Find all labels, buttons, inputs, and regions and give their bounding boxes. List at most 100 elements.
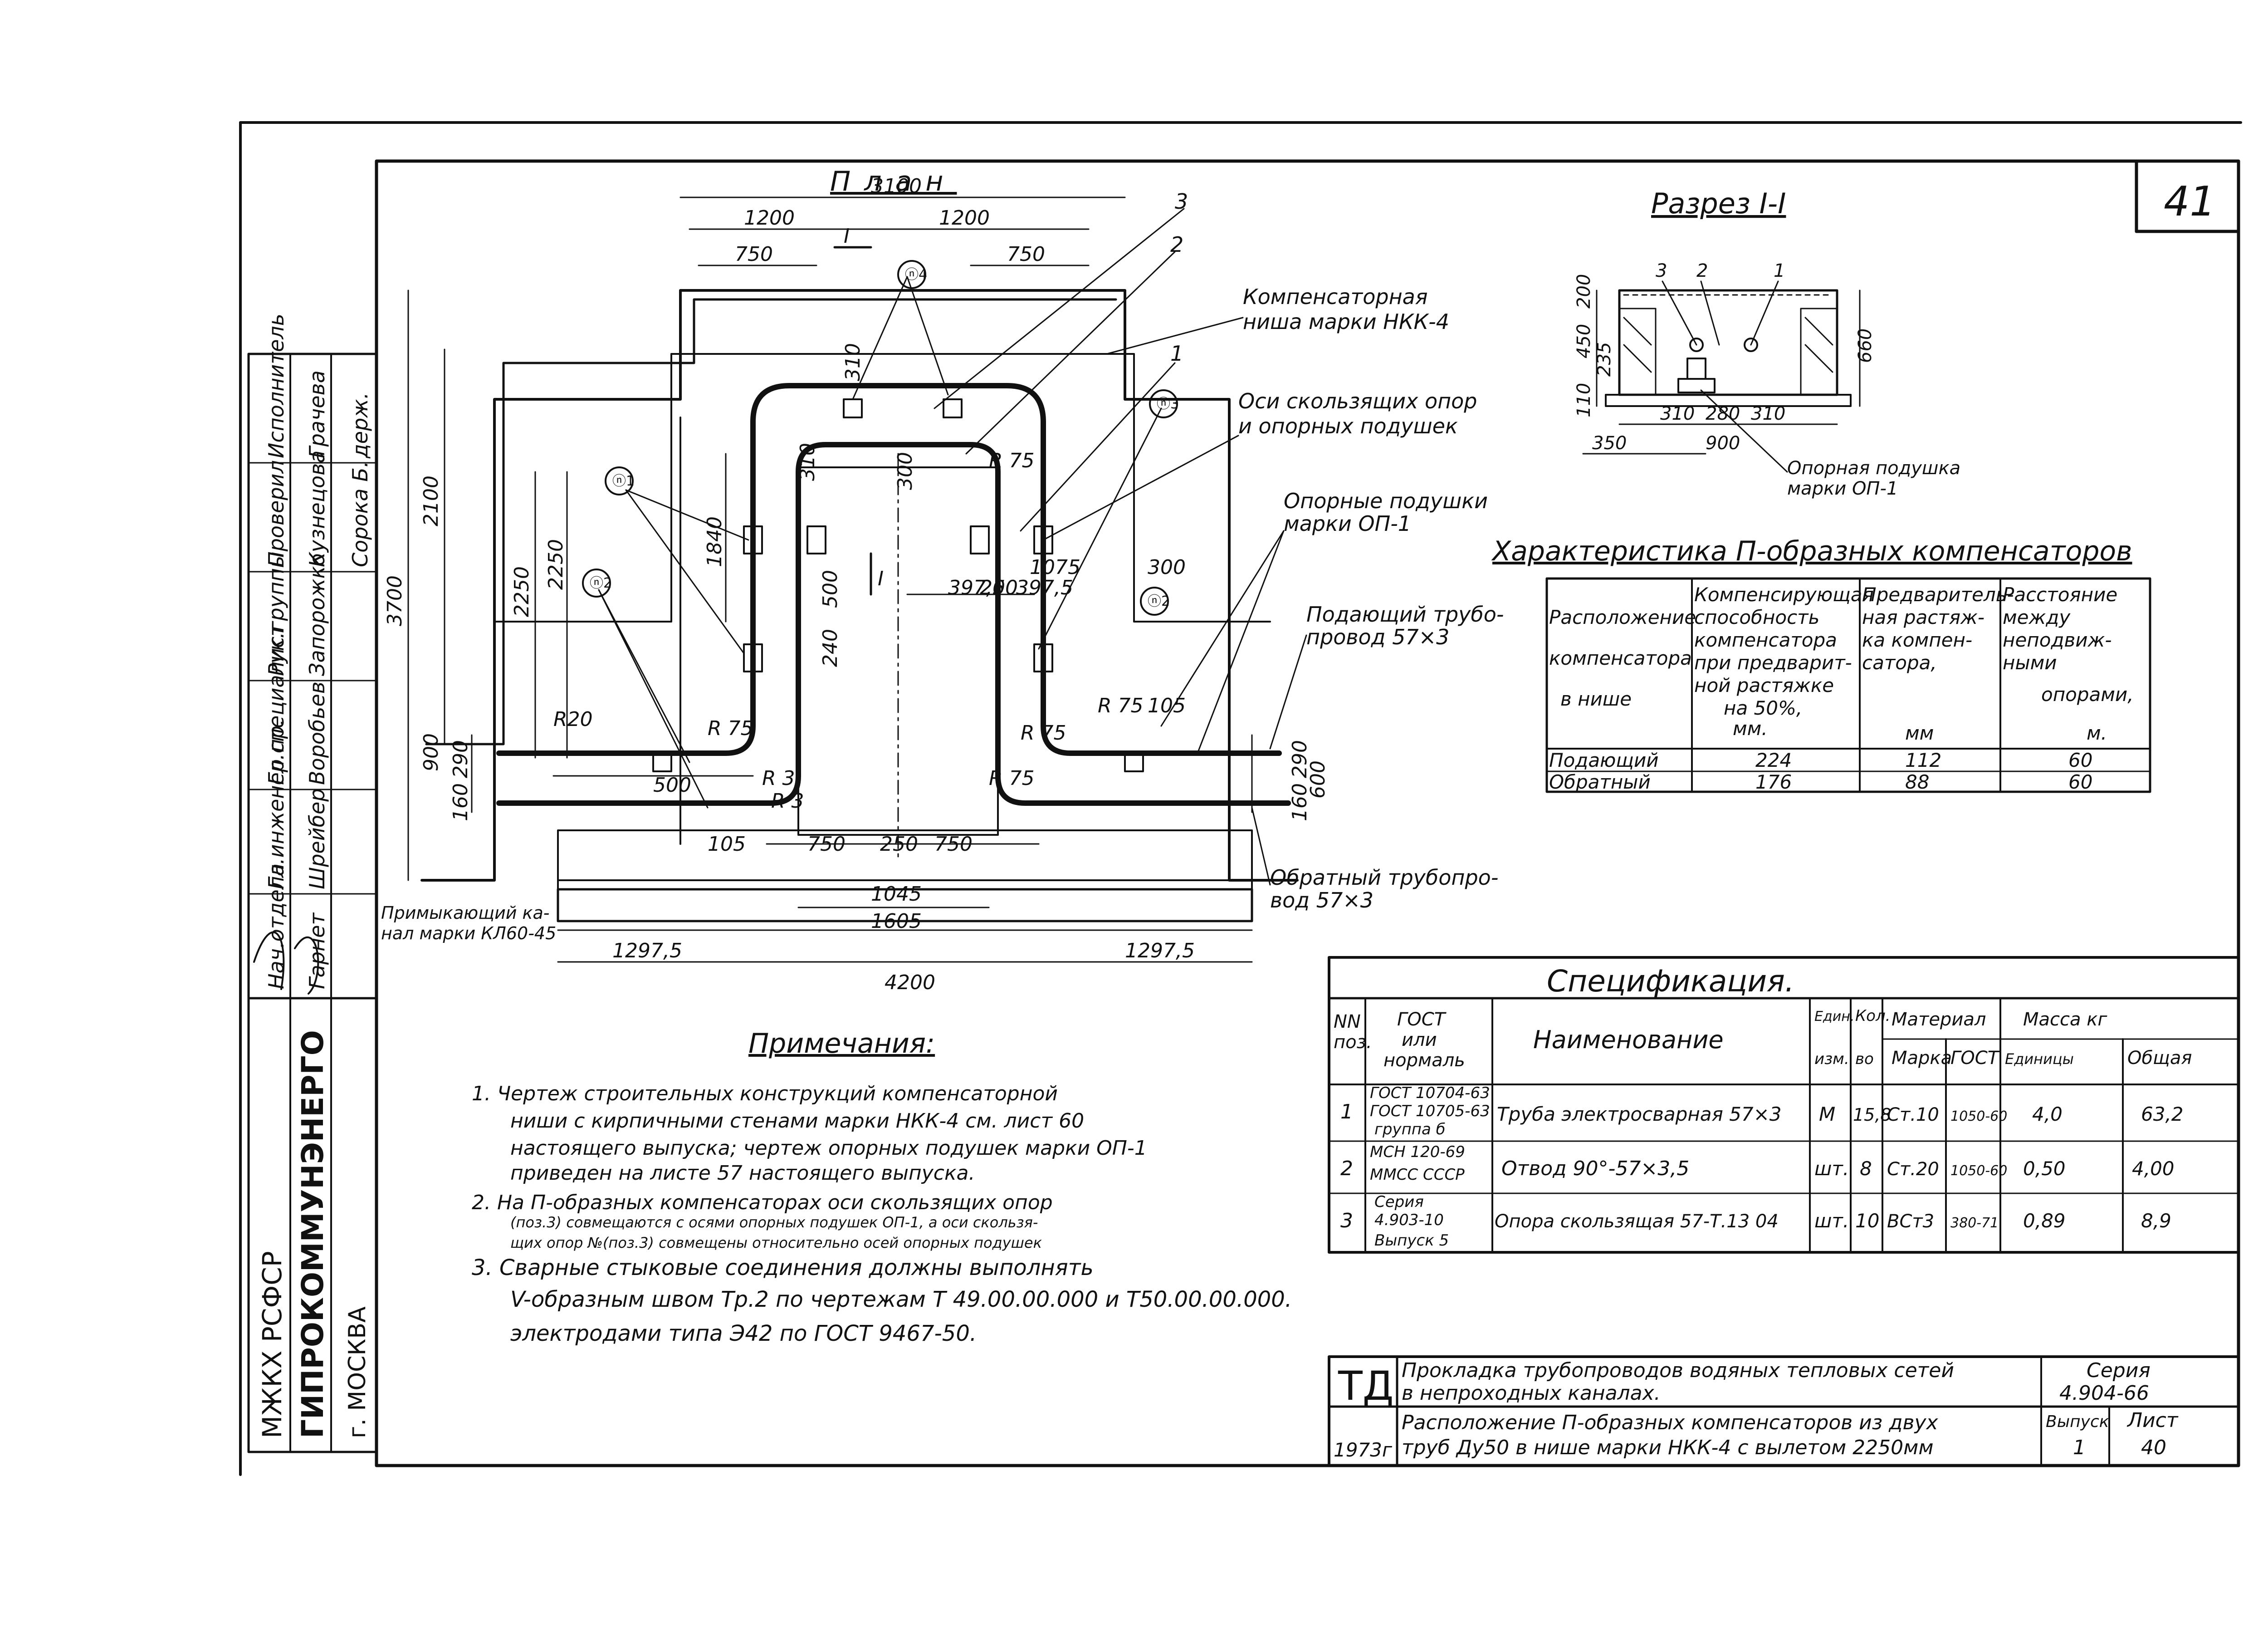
spec-r1-mark: Ст.10 <box>1887 1104 1939 1125</box>
name-4: Запорожко <box>305 553 329 676</box>
sec-dim-110: 110 <box>1574 383 1594 417</box>
spec-r3-gost-0: Серия <box>1374 1193 1424 1211</box>
dim-397a: 397,5 <box>948 576 1005 599</box>
section-num-3: 3 <box>1656 260 1667 281</box>
callout-return-1: Обратный трубопро- <box>1270 865 1498 890</box>
characteristics-table <box>1545 577 2151 793</box>
spec-h-name: Наименование <box>1533 1025 1724 1054</box>
callout-axes-1: Оси скользящих опор <box>1238 389 1477 413</box>
issue-value: 1 <box>2073 1436 2086 1459</box>
sec-dim-310a: 310 <box>1660 403 1695 424</box>
dim-500: 500 <box>819 570 842 608</box>
pad-label-1: Опорная подушка <box>1787 458 1960 479</box>
sec-dim-280: 280 <box>1706 403 1740 424</box>
title-year: 1973г <box>1334 1439 1393 1461</box>
radius-75a: R 75 <box>708 717 753 740</box>
spec-r2-mgost: 1050-60 <box>1950 1163 2007 1179</box>
spec-r1-name: Труба электросварная 57×3 <box>1497 1103 1782 1125</box>
section-mark-1: I <box>844 225 850 248</box>
dim-3100: 3100 <box>871 175 922 198</box>
extra-3: Сорока Б. <box>348 461 372 567</box>
dim-1200b: 1200 <box>939 206 990 230</box>
sec-dim-450: 450 <box>1574 324 1594 358</box>
dim-1200a: 1200 <box>744 206 795 230</box>
radius-75e: R 75 <box>1098 694 1144 717</box>
radius-3a: R 3 <box>762 767 795 790</box>
spec-h-mgost: ГОСТ <box>1950 1048 2000 1069</box>
spec-r2-mark: Ст.20 <box>1887 1159 1939 1180</box>
spec-r1-gost-0: ГОСТ 10704-63 <box>1370 1084 1490 1102</box>
title2-line1: Расположение П-образных компенсаторов из… <box>1402 1411 1939 1434</box>
note-line-1: 1. Чертеж строительных конструкций компе… <box>472 1082 1058 1105</box>
sec-dim-900: 900 <box>1706 433 1740 454</box>
marker-n2: ⓝ2 <box>590 575 612 591</box>
spec-r3-gost-2: Выпуск 5 <box>1374 1231 1449 1250</box>
note-line-2: ниши с кирпичными стенами марки НКК-4 см… <box>510 1109 1084 1133</box>
side-stamp <box>247 353 378 1453</box>
spec-r1-unit: М <box>1819 1103 1835 1125</box>
dim-240: 240 <box>819 629 842 667</box>
radius-3b: R 3 <box>771 789 804 813</box>
title-block <box>1328 1355 2240 1467</box>
dim-3700: 3700 <box>383 575 406 626</box>
role-5: Проверил <box>264 460 288 567</box>
dim-1297b: 1297,5 <box>1125 939 1195 962</box>
dim-200: 200 <box>980 576 1018 599</box>
dim-750c: 750 <box>807 833 846 856</box>
spec-r2-gost-1: ММСС СССР <box>1370 1166 1465 1184</box>
dim-310a: 310 <box>841 343 865 381</box>
spec-h-material: Материал <box>1892 1009 1986 1030</box>
char-h2-1: способность <box>1694 606 1819 628</box>
specification-table <box>1328 956 2240 1254</box>
spec-r3-unit: шт. <box>1814 1210 1849 1232</box>
note-line-9: V-образным швом Тр.2 по чертежам Т 49.00… <box>510 1287 1292 1312</box>
char-h1-1: компенсатора <box>1549 647 1692 669</box>
sec-dim-350: 350 <box>1592 433 1627 454</box>
section-num-2: 2 <box>1696 260 1708 281</box>
char-h3-1: ная растяж- <box>1862 606 1984 628</box>
name-3: Воробьев <box>305 682 329 785</box>
radius-75c: R 75 <box>989 767 1035 790</box>
notes-title: Примечания: <box>748 1028 935 1059</box>
dim-2250a: 2250 <box>510 566 533 617</box>
spec-r2-pos: 2 <box>1340 1157 1353 1180</box>
extra-2: Грачева <box>305 370 329 458</box>
callout-axes-2: и опорных подушек <box>1238 414 1458 438</box>
spec-r3-total: 8,9 <box>2141 1210 2171 1232</box>
spec-r3-gost-1: 4.903-10 <box>1374 1211 1444 1229</box>
note-line-3: настоящего выпуска; чертеж опорных подуш… <box>510 1137 1147 1160</box>
signature-mark <box>253 931 319 995</box>
spec-r2-qty: 8 <box>1860 1157 1872 1180</box>
section-view <box>1582 280 1861 473</box>
note-line-10: электродами типа Э42 по ГОСТ 9467-50. <box>510 1321 977 1346</box>
spec-r3-mark: ВСт3 <box>1887 1211 1934 1232</box>
char-r1-v1: 224 <box>1755 749 1792 771</box>
spec-r2-gost-0: МСН 120-69 <box>1370 1143 1465 1161</box>
spec-r2-each: 0,50 <box>2023 1157 2066 1180</box>
spec-r1-gost-2: группа б <box>1374 1120 1446 1138</box>
dim-1840: 1840 <box>703 516 726 567</box>
dim-310b: 310 <box>796 443 819 481</box>
char-h4-1: между <box>2003 606 2071 628</box>
dim-300b: 300 <box>1148 556 1186 579</box>
sec-dim-310b: 310 <box>1751 403 1785 424</box>
spec-h-unit-1: изм. <box>1814 1050 1849 1068</box>
callout-niche-2: ниша марки НКК-4 <box>1243 309 1449 334</box>
dim-1605: 1605 <box>871 910 922 933</box>
char-h4-3: ными <box>2003 652 2057 674</box>
spec-h-qty-1: во <box>1855 1050 1874 1068</box>
note-line-4: приведен на листе 57 настоящего выпуска. <box>510 1162 975 1185</box>
char-r2-v2: 88 <box>1905 771 1929 793</box>
marker-n4: ⓝ4 <box>905 267 927 283</box>
role-4: Рук.группы <box>264 552 288 676</box>
issue-label: Выпуск <box>2046 1412 2109 1431</box>
spec-h-nn-1: поз. <box>1334 1032 1372 1053</box>
dim-500b: 500 <box>653 774 691 797</box>
dim-750b: 750 <box>1007 243 1045 266</box>
dim-750a: 750 <box>735 243 773 266</box>
char-h3-2: ка компен- <box>1862 629 1972 651</box>
sheet-value: 40 <box>2141 1436 2166 1459</box>
org-city: г. МОСКВА <box>344 1306 371 1438</box>
callout-pads-1: Опорные подушки <box>1284 489 1488 513</box>
callout-adjacent-2: нал марки КЛ60-45 <box>381 923 556 943</box>
